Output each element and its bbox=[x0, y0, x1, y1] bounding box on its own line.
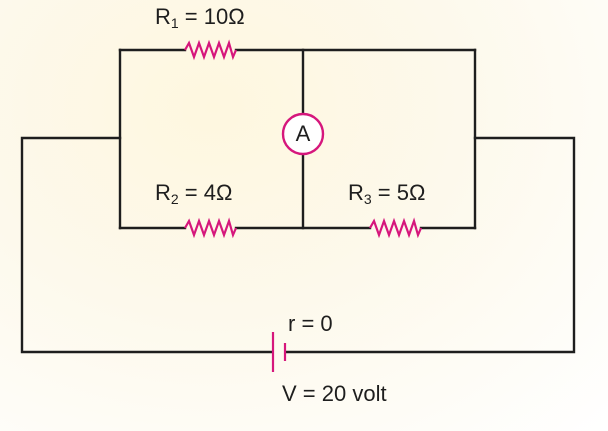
battery-voltage-label: V = 20 volt bbox=[282, 381, 387, 406]
ammeter-label: A bbox=[295, 121, 311, 146]
r3-symbol: R bbox=[348, 180, 364, 205]
r3-label: R3 = 5Ω bbox=[348, 180, 426, 207]
r1-label: R1 = 10Ω bbox=[155, 4, 245, 31]
r3-value: = 5Ω bbox=[371, 180, 426, 205]
r2-label: R2 = 4Ω bbox=[155, 180, 233, 207]
resistor-r3 bbox=[369, 217, 423, 239]
r1-index: 1 bbox=[170, 15, 179, 31]
r2-value: = 4Ω bbox=[178, 180, 233, 205]
ammeter-circle bbox=[281, 112, 325, 156]
r2-index: 2 bbox=[170, 191, 179, 207]
battery-internal-resistance-label: r = 0 bbox=[288, 311, 333, 336]
resistor-r1 bbox=[184, 39, 238, 61]
r3-index: 3 bbox=[363, 191, 372, 207]
r1-symbol: R bbox=[155, 4, 171, 29]
wire-outer-left bbox=[20, 136, 273, 354]
r1-value: = 10Ω bbox=[178, 4, 245, 29]
r2-symbol: R bbox=[155, 180, 171, 205]
wire-outer-right bbox=[285, 136, 576, 354]
resistor-r2 bbox=[184, 217, 238, 239]
